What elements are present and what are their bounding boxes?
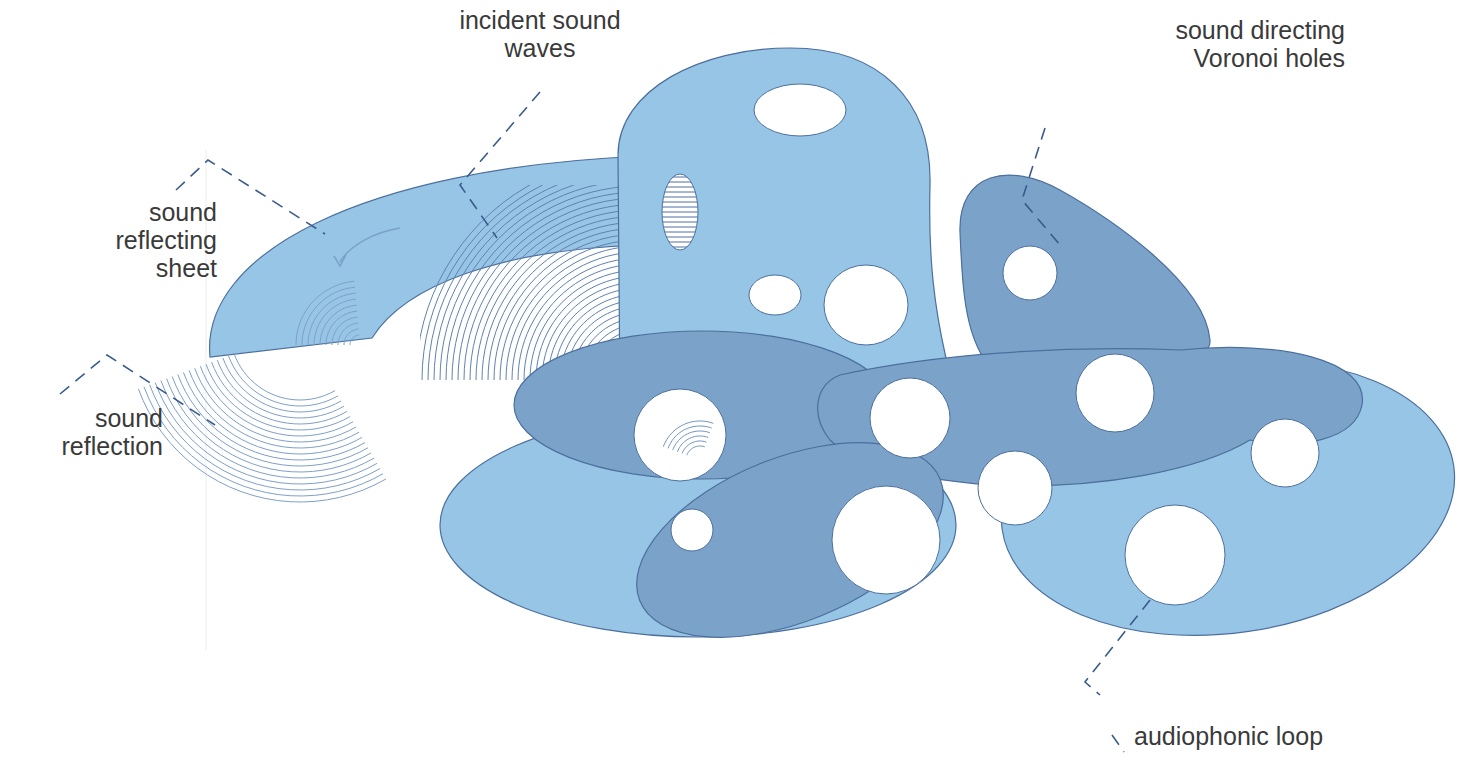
leader-lines — [60, 92, 1150, 752]
hatch-line — [660, 187, 700, 188]
leader-line — [460, 92, 540, 238]
flow-arrow-head — [334, 255, 346, 266]
loop-label: audiophonic loop — [1134, 722, 1364, 750]
wave-label: incident sound waves — [440, 6, 640, 62]
voronoi-hole — [1125, 505, 1225, 605]
sheet-waves — [296, 281, 359, 345]
hatch-line — [660, 252, 700, 253]
wave-arc — [234, 354, 335, 400]
wave-arc — [338, 323, 358, 345]
hatch-line — [660, 177, 700, 178]
hole-wave-arcs — [663, 421, 713, 455]
voronoi-hole — [1076, 354, 1154, 432]
wave-arc — [161, 381, 374, 478]
wave-arc — [302, 287, 355, 345]
wave-arc — [200, 366, 353, 436]
hatch-line — [660, 242, 700, 243]
hatch-line — [660, 232, 700, 233]
wave-arc — [682, 441, 706, 453]
wave-arc — [344, 329, 359, 345]
wave-arc — [663, 421, 713, 447]
voronoi-hole — [634, 389, 726, 481]
wave-arc — [314, 299, 356, 345]
wave-arc — [668, 426, 712, 448]
flow-arrow — [340, 228, 400, 262]
hatch-line — [660, 172, 700, 173]
voronoi-hole — [749, 275, 801, 315]
wave-arc — [178, 374, 365, 460]
voronoi-hole — [754, 84, 846, 136]
wave-arc — [296, 281, 354, 345]
leader-line — [1112, 735, 1124, 752]
wave-arc — [206, 364, 350, 430]
wave-arc — [217, 360, 344, 418]
sheet-label: sound reflecting sheet — [95, 198, 217, 282]
wave-arc — [150, 385, 380, 490]
wave-arc — [326, 311, 357, 345]
reflection-wave-arcs — [138, 354, 386, 502]
leader-line — [1022, 128, 1060, 245]
hatch-line — [660, 227, 700, 228]
hatch-line — [660, 202, 700, 203]
voronoi-hole — [832, 486, 940, 594]
wave-arc — [167, 379, 371, 472]
voronoi-hole — [824, 265, 908, 345]
hatch-line — [660, 212, 700, 213]
hatch-line — [660, 182, 700, 183]
wave-arc — [320, 305, 357, 345]
voronoi-hole — [870, 378, 950, 458]
reflection-label: sound reflection — [55, 404, 163, 460]
wave-arc — [183, 372, 362, 454]
wave-arc — [223, 358, 341, 412]
hole-hatching — [660, 172, 700, 252]
hatch-line — [660, 237, 700, 238]
hatch-line — [660, 207, 700, 208]
hatch-line — [660, 192, 700, 193]
voronoi-hole — [978, 451, 1052, 525]
wave-arc — [687, 446, 705, 455]
wave-arc — [308, 293, 355, 345]
voronoi-hole — [1251, 419, 1319, 487]
voronoi-hole — [671, 509, 713, 551]
wave-arc — [677, 436, 708, 452]
wave-arc — [172, 377, 368, 466]
voronoi-hole — [1003, 246, 1057, 300]
hatch-line — [660, 247, 700, 248]
wave-arc — [212, 362, 347, 424]
wave-arc — [138, 389, 386, 502]
hatch-line — [660, 217, 700, 218]
wave-arc — [350, 335, 359, 345]
hatch-line — [660, 197, 700, 198]
leader-line — [1085, 600, 1150, 695]
hatch-line — [660, 222, 700, 223]
holes-label: sound directing Voronoi holes — [1140, 16, 1345, 72]
wave-arc — [155, 383, 377, 484]
